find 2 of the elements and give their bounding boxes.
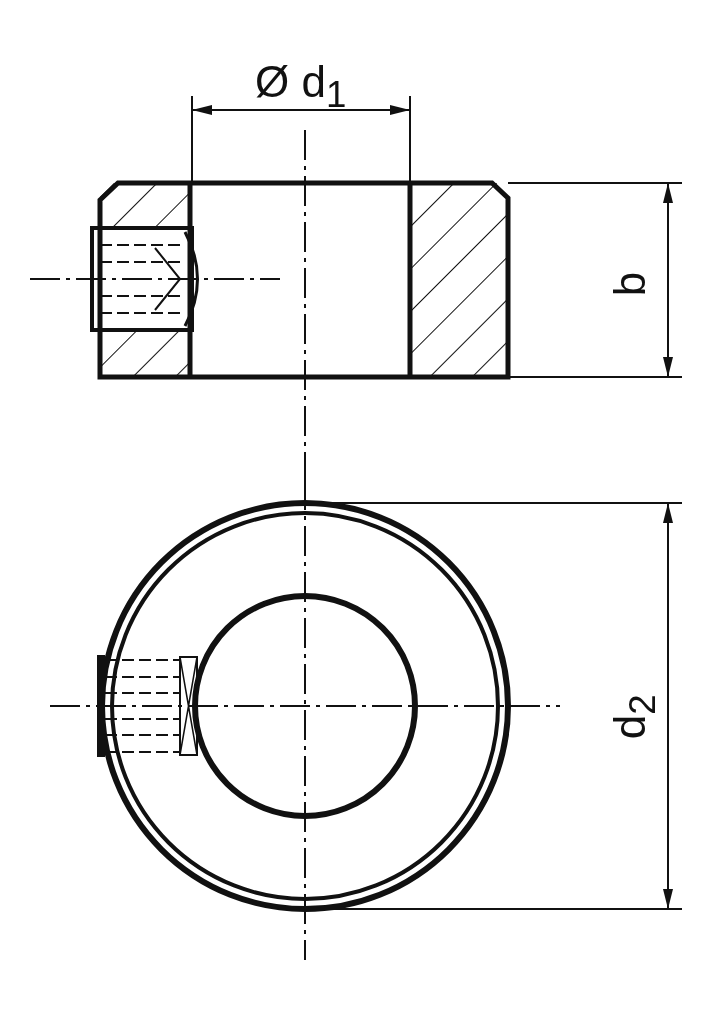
dimension-label: b — [608, 271, 653, 297]
dimension-label: Ø d$_{1}$ — [255, 60, 347, 114]
